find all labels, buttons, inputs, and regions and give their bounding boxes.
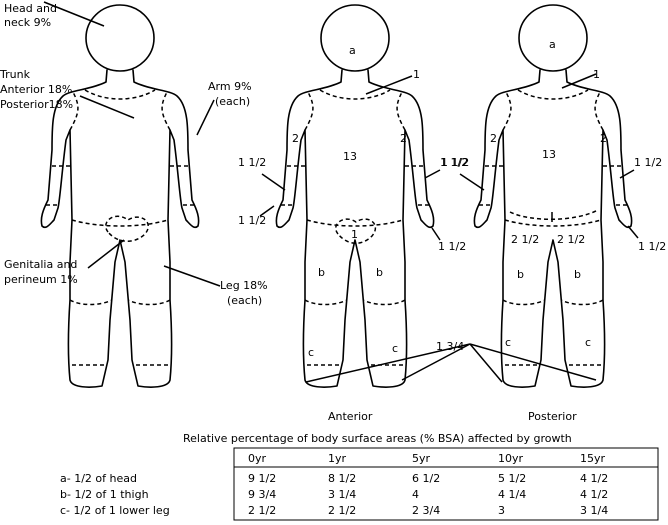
table-header-2: 5yr [412, 452, 431, 465]
table-row-label-0: a- 1/2 of head [60, 472, 137, 485]
posterior-neck: 1 [593, 68, 600, 81]
feet-callout: 1 3/4 [305, 340, 597, 383]
table-header-0: 0yr [248, 452, 267, 465]
label-head-2: neck 9% [4, 16, 51, 29]
label-genitalia: Genitalia and [4, 258, 77, 271]
table-cell-1-4: 4 1/2 [580, 488, 608, 501]
figure-overall-percentages: Head and neck 9% Trunk Anterior 18% Post… [0, 1, 268, 388]
posterior-trunk: 13 [542, 148, 556, 161]
posterior-caption: Posterior [528, 410, 577, 423]
posterior-head-a: a [549, 38, 556, 51]
table-cell-1-2: 4 [412, 488, 419, 501]
growth-table: Relative percentage of body surface area… [60, 432, 659, 521]
table-cell-2-1: 2 1/2 [328, 504, 356, 517]
anterior-right-upper-arm: 2 [400, 132, 407, 145]
table-cell-0-4: 4 1/2 [580, 472, 608, 485]
table-cell-2-2: 2 3/4 [412, 504, 440, 517]
anterior-left-upper-arm: 2 [292, 132, 299, 145]
label-trunk-anterior: Anterior 18% [0, 83, 72, 96]
label-leg-2: (each) [227, 294, 262, 307]
posterior-right-thigh: b [574, 268, 581, 281]
label-arm-2: (each) [215, 95, 250, 108]
posterior-right-hand: 1 1/2 [638, 240, 666, 253]
label-trunk: Trunk [0, 68, 31, 81]
label-arm: Arm 9% [208, 80, 252, 93]
table-cell-2-0: 2 1/2 [248, 504, 276, 517]
anterior-head-a: a [349, 44, 356, 57]
anterior-right-thigh: b [376, 266, 383, 279]
table-cell-2-4: 3 1/4 [580, 504, 608, 517]
label-head: Head and [4, 2, 57, 15]
table-cell-1-3: 4 1/4 [498, 488, 526, 501]
table-header-4: 15yr [580, 452, 606, 465]
table-title: Relative percentage of body surface area… [183, 432, 572, 445]
table-row-label-2: c- 1/2 of 1 lower leg [60, 504, 170, 517]
table-header-3: 10yr [498, 452, 524, 465]
table-cell-0-0: 9 1/2 [248, 472, 276, 485]
table-cell-0-1: 8 1/2 [328, 472, 356, 485]
posterior-right-upper-arm: 2 [600, 132, 607, 145]
table-cells: 0yr 1yr 5yr 10yr 15yr a- 1/2 of head 9 1/2 8 1/… [60, 452, 608, 517]
anterior-right-forearm: 1 1/2 [440, 156, 468, 169]
anterior-neck: 1 [413, 68, 420, 81]
figure-posterior: a 1 2 2 13 1 1/2 1 1/2 1 1/2 2 1/2 2 1/2… [441, 4, 666, 423]
anterior-trunk: 13 [343, 150, 357, 163]
anterior-left-forearm: 1 1/2 [238, 156, 266, 169]
posterior-right-lower-leg: c [585, 336, 591, 349]
table-header-1: 1yr [328, 452, 347, 465]
label-genitalia-2: perineum 1% [4, 273, 78, 286]
posterior-left-forearm: 1 1/2 [441, 156, 469, 169]
anterior-left-lower-leg: c [308, 346, 314, 359]
table-cell-1-1: 3 1/4 [328, 488, 356, 501]
anterior-right-lower-leg: c [392, 342, 398, 355]
table-cell-0-2: 6 1/2 [412, 472, 440, 485]
anterior-caption: Anterior [328, 410, 373, 423]
table-cell-1-0: 9 3/4 [248, 488, 276, 501]
posterior-left-lower-leg: c [505, 336, 511, 349]
posterior-left-upper-arm: 2 [490, 132, 497, 145]
posterior-right-forearm: 1 1/2 [634, 156, 662, 169]
table-cell-0-3: 5 1/2 [498, 472, 526, 485]
label-trunk-posterior: Posterior18% [0, 98, 73, 111]
anterior-left-hand: 1 1/2 [238, 214, 266, 227]
feet-label: 1 3/4 [436, 340, 464, 353]
anterior-right-hand: 1 1/2 [438, 240, 466, 253]
anterior-left-thigh: b [318, 266, 325, 279]
posterior-left-buttock: 2 1/2 [511, 233, 539, 246]
table-cell-2-3: 3 [498, 504, 505, 517]
label-leg: Leg 18% [220, 279, 268, 292]
table-row-label-1: b- 1/2 of 1 thigh [60, 488, 149, 501]
posterior-right-buttock: 2 1/2 [557, 233, 585, 246]
figure-anterior: a 1 2 2 13 1 1/2 1 1/2 1 1/2 1 1/2 1 b b… [238, 4, 468, 423]
anterior-genitalia: 1 [351, 228, 358, 241]
posterior-left-thigh: b [517, 268, 524, 281]
